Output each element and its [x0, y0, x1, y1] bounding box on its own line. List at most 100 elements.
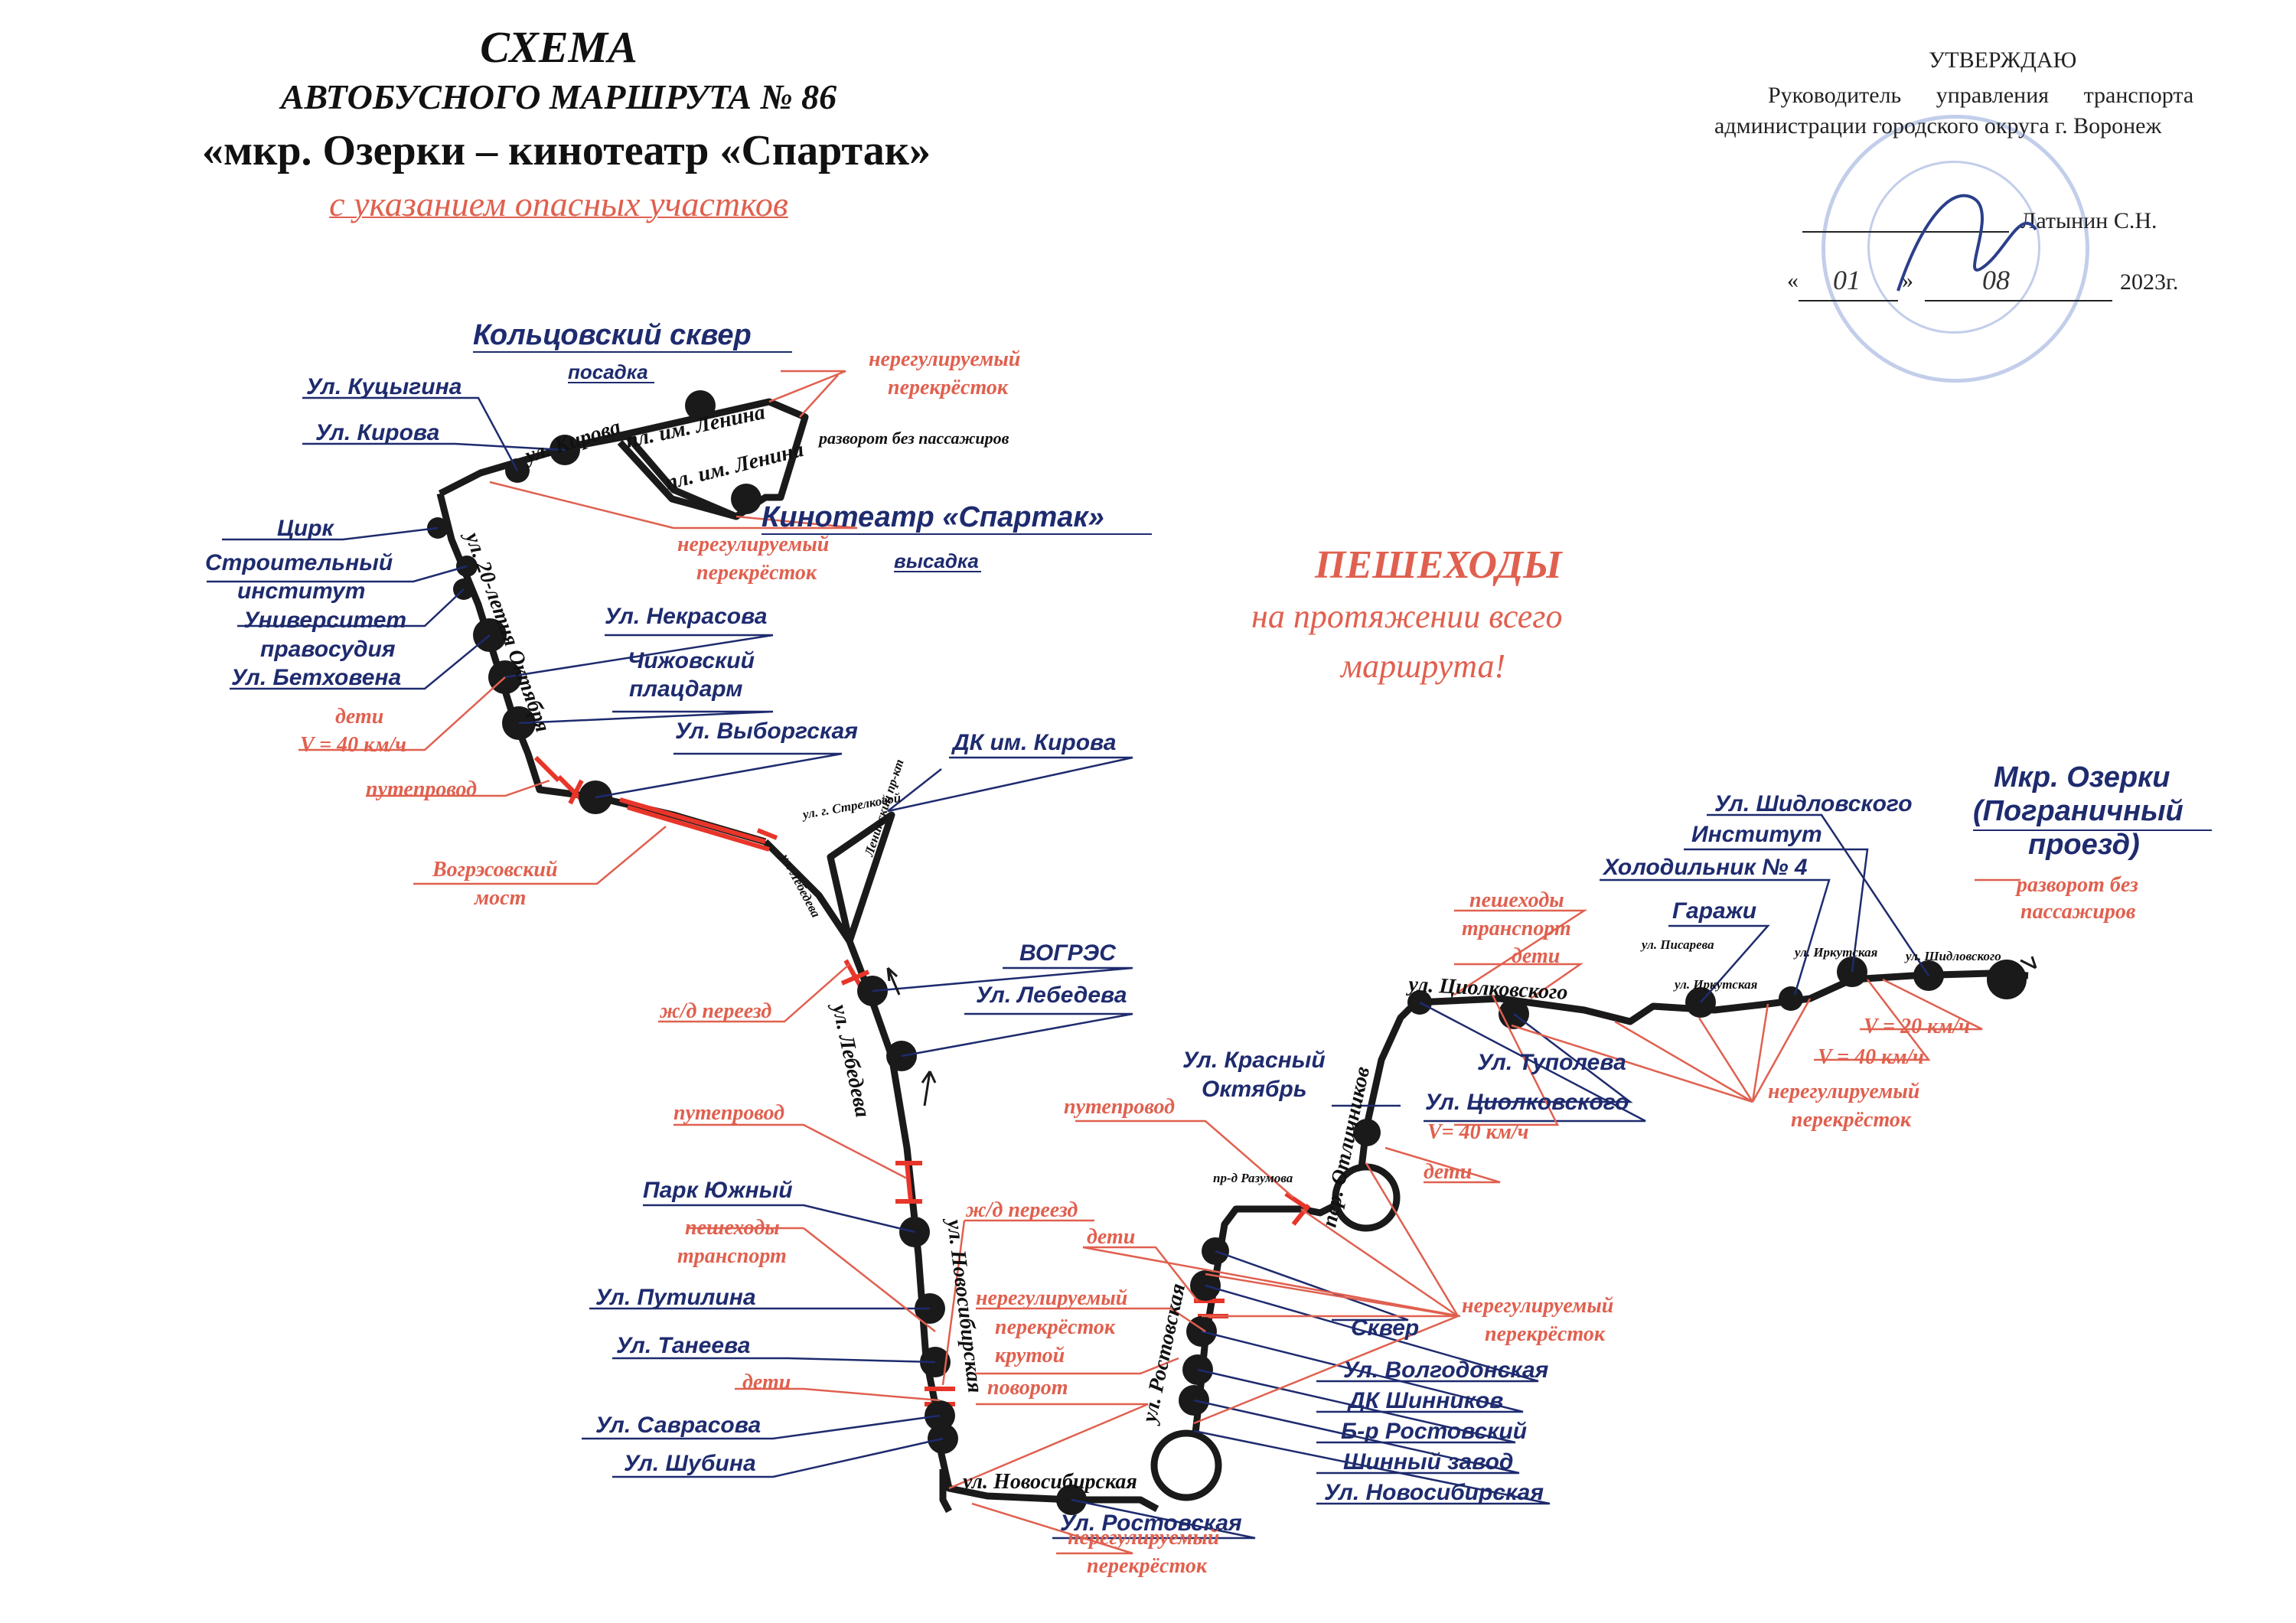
signature [1896, 194, 2037, 292]
hazard-razumova [1284, 1191, 1311, 1226]
leader [1300, 1207, 1459, 1318]
approval-signer: Латынин С.Н. [2020, 208, 2157, 233]
stop-taneeva: Ул. Танеева [616, 1333, 750, 1358]
stop-park: Парк Южный [643, 1178, 793, 1203]
stop-krasny-1: Ул. Красный [1182, 1048, 1326, 1073]
stop-savrasova: Ул. Саврасова [595, 1413, 761, 1438]
leader [803, 1227, 936, 1332]
leader [1511, 1024, 1753, 1103]
stop-volgodonskaya: Ул. Волгодонская [1343, 1357, 1549, 1383]
street-labels: ул. Кирова пл. им. Ленина пл. им. Ленина… [459, 400, 2001, 1494]
stop-holod: Холодильник № 4 [1602, 855, 1808, 880]
leader [1600, 878, 1831, 996]
roundabout-rostovskaya [1150, 1429, 1222, 1501]
route-segment-triangle [762, 811, 895, 945]
route-segment-novosib-v [939, 1469, 952, 1514]
street-irkutskaya-2: ул. Иркутская [1793, 945, 1878, 960]
hazard-overpass-north [533, 755, 584, 805]
stop-univer-2: правосудия [260, 637, 396, 662]
street-lebedeva: ул. Лебедева [827, 1000, 875, 1119]
danger-unreg-4b: перекрёсток [1087, 1554, 1208, 1578]
terminal-ozerki-2: (Пограничный [1973, 795, 2183, 827]
leader [1614, 1020, 1753, 1103]
danger-overpass-2: путепровод [673, 1101, 784, 1125]
leader [504, 634, 774, 679]
stop-univer-1: Университет [243, 608, 406, 633]
danger-steep: крутой [995, 1344, 1065, 1367]
leader [302, 442, 566, 451]
stop-tsiolkovskogo: Ул. Циолковского [1425, 1090, 1629, 1115]
leader [1205, 1273, 1459, 1318]
leader [1075, 1119, 1294, 1198]
leader [1684, 848, 1869, 973]
official-stamp [1821, 115, 2089, 383]
danger-unreg-3b: перекрёсток [995, 1315, 1116, 1339]
street-razumova: пр-д Разумова [1213, 1171, 1293, 1185]
pedestrians-line-2: маршрута! [1339, 647, 1505, 685]
stop-dot [1987, 960, 2027, 999]
stop-chizh-2: плацдарм [629, 676, 742, 702]
stop-dk-shinnikov: ДК Шинников [1346, 1388, 1503, 1413]
leader [1365, 1162, 1459, 1317]
leader [1052, 1498, 1256, 1540]
route-name-title: «мкр. Озерки – кинотеатр «Спартак» [201, 127, 931, 174]
danger-transport-1: транспорт [677, 1244, 787, 1268]
danger-unreg-3a: нерегулируемый [976, 1286, 1127, 1310]
leader [887, 756, 1133, 813]
leader [768, 370, 846, 403]
arrow-icon [2020, 956, 2037, 970]
danger-turn: поворот [987, 1376, 1068, 1400]
danger-peds-1: пешеходы [685, 1216, 780, 1240]
leader [1751, 1003, 1769, 1103]
leader [1193, 1429, 1551, 1505]
danger-unreg-5b: перекрёсток [1485, 1322, 1606, 1346]
stop-bethoven: Ул. Бетховена [231, 665, 401, 690]
terminal-koltsov: Кольцовский сквер [473, 319, 752, 351]
leader [971, 1502, 1133, 1555]
approval-month: 08 [1982, 265, 2010, 295]
street-pisareva: ул. Писарева [1640, 937, 1714, 952]
leader [799, 374, 839, 418]
leader [1384, 1146, 1501, 1184]
danger-children-4: дети [1424, 1160, 1472, 1184]
leader [298, 676, 506, 751]
hazard-marks [533, 755, 1311, 1406]
koltsov-note: посадка [568, 360, 648, 383]
stop-stroit-1: Строительный [205, 550, 393, 575]
leader [948, 1403, 1149, 1490]
leader [1469, 1013, 1633, 1103]
stop-dot [1779, 986, 1803, 1011]
approval-line-1: Руководитель управления транспорта [1768, 83, 2194, 108]
danger-unreg-1a: нерегулируемый [869, 347, 1020, 371]
danger-overpass-3: путепровод [1064, 1095, 1175, 1119]
stop-stroit-2: институт [237, 578, 365, 604]
spartak-note: высадка [894, 549, 979, 572]
danger-children-2: дети [742, 1370, 791, 1394]
signature-line [1802, 231, 2009, 233]
stop-leader-lines [207, 396, 1930, 1540]
arrow-icon [886, 966, 901, 996]
leader [1205, 1284, 1539, 1383]
stop-dot [1353, 1119, 1381, 1146]
danger-speed-2: V= 40 км/ч [1427, 1120, 1528, 1144]
terminal-spartak: Кинотеатр «Спартак» [762, 501, 1104, 533]
u-turn-note: разворот без пассажиров [817, 429, 1009, 448]
route-segment-north [438, 398, 809, 520]
leader [1193, 1315, 1459, 1425]
leader [237, 588, 465, 627]
danger-children-5: дети [1512, 944, 1560, 968]
stop-lebedeva: Ул. Лебедева [976, 983, 1127, 1008]
approval-line-2: администрации городского округа г. Ворон… [1714, 113, 2162, 139]
leader [595, 752, 843, 799]
approval-heading: УТВЕРЖДАЮ [1929, 47, 2077, 73]
date-month-line [1925, 300, 2112, 301]
danger-overpass-1: путепровод [366, 777, 477, 801]
stop-kutsygina: Ул. Куцыгина [306, 374, 461, 399]
leader [1083, 1246, 1199, 1302]
arrow-icon [921, 1071, 937, 1106]
street-irkutskaya-1: ул. Иркутская [1673, 977, 1758, 992]
danger-children-3: дети [1087, 1225, 1135, 1249]
hazard-bridge [619, 797, 778, 852]
leader [887, 768, 942, 812]
